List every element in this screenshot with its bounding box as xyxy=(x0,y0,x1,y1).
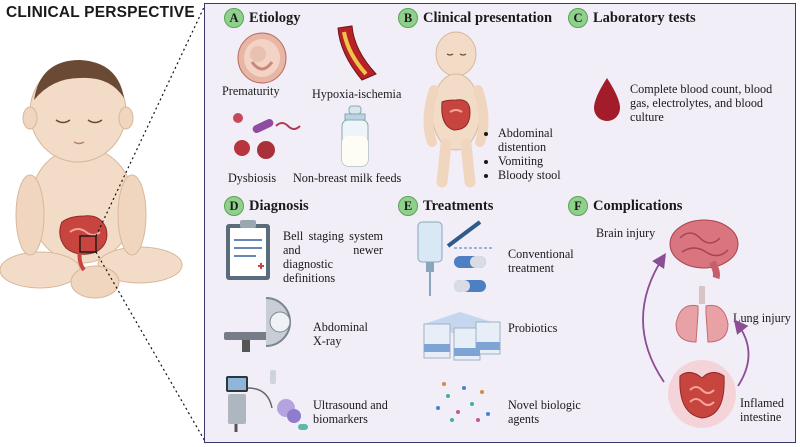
xray-machine-icon xyxy=(224,297,291,352)
infant-illustration xyxy=(423,31,489,188)
complication-intestine-label: Inflamed intestine xyxy=(740,396,784,424)
badge-c: C xyxy=(568,8,588,28)
lab-text: Complete blood count, blood gas, electro… xyxy=(630,82,773,124)
lab-heading: C Laboratory tests xyxy=(568,8,696,28)
lab-title: Laboratory tests xyxy=(593,9,696,26)
diagnosis-heading: D Diagnosis xyxy=(224,196,309,216)
complication-brain-label: Brain injury xyxy=(596,226,656,240)
clinical-heading: B Clinical presentation xyxy=(398,8,552,28)
badge-d: D xyxy=(224,196,244,216)
diagnosis-item-bell: Bell staging system and newer diagnostic… xyxy=(283,229,383,285)
symptom-item: Abdominal distention xyxy=(498,126,590,154)
biologic-agents-icon xyxy=(436,382,490,422)
dysbiosis-icon xyxy=(233,113,301,159)
ultrasound-icon xyxy=(226,370,308,432)
probiotics-icon xyxy=(423,312,501,361)
prematurity-icon xyxy=(237,32,287,84)
symptom-item: Bloody stool xyxy=(498,168,590,182)
hypoxia-ischemia-icon xyxy=(337,25,377,81)
baby-illustration xyxy=(0,60,183,299)
complications-heading: F Complications xyxy=(568,196,682,216)
treatment-item-conventional: Conventional treatment xyxy=(508,247,574,275)
treatments-title: Treatments xyxy=(423,197,494,214)
symptom-list: Abdominal distention Vomiting Bloody sto… xyxy=(486,126,590,182)
complications-title: Complications xyxy=(593,197,683,214)
diagnosis-title: Diagnosis xyxy=(249,197,309,214)
blood-drop-icon xyxy=(594,78,620,121)
inflamed-intestine-icon xyxy=(668,360,736,428)
etiology-title: Etiology xyxy=(249,9,301,26)
badge-b: B xyxy=(398,8,418,28)
treatments-heading: E Treatments xyxy=(398,196,493,216)
lungs-icon xyxy=(675,286,729,343)
etiology-heading: A Etiology xyxy=(224,8,301,28)
badge-a: A xyxy=(224,8,244,28)
symptom-item: Vomiting xyxy=(498,154,590,168)
brain-icon xyxy=(669,219,739,280)
treatment-item-biologic: Novel biologic agents xyxy=(508,398,581,426)
milk-bottle-icon xyxy=(341,105,369,167)
etiology-item-prematurity: Prematurity xyxy=(222,84,280,98)
iv-medication-icon xyxy=(417,220,494,296)
clipboard-icon xyxy=(226,220,270,280)
etiology-item-dysbiosis: Dysbiosis xyxy=(228,171,277,185)
clinical-title: Clinical presentation xyxy=(423,9,553,26)
badge-f: F xyxy=(568,196,588,216)
treatment-item-probiotics: Probiotics xyxy=(508,321,558,335)
diagnosis-item-ultrasound: Ultrasound and biomarkers xyxy=(313,398,388,426)
etiology-item-hypoxia: Hypoxia-ischemia xyxy=(312,87,402,101)
diagnosis-item-xray: Abdominal X-ray xyxy=(313,320,368,348)
badge-e: E xyxy=(398,196,418,216)
etiology-item-milk: Non-breast milk feeds xyxy=(293,171,402,185)
page-title: CLINICAL PERSPECTIVE xyxy=(6,4,195,21)
